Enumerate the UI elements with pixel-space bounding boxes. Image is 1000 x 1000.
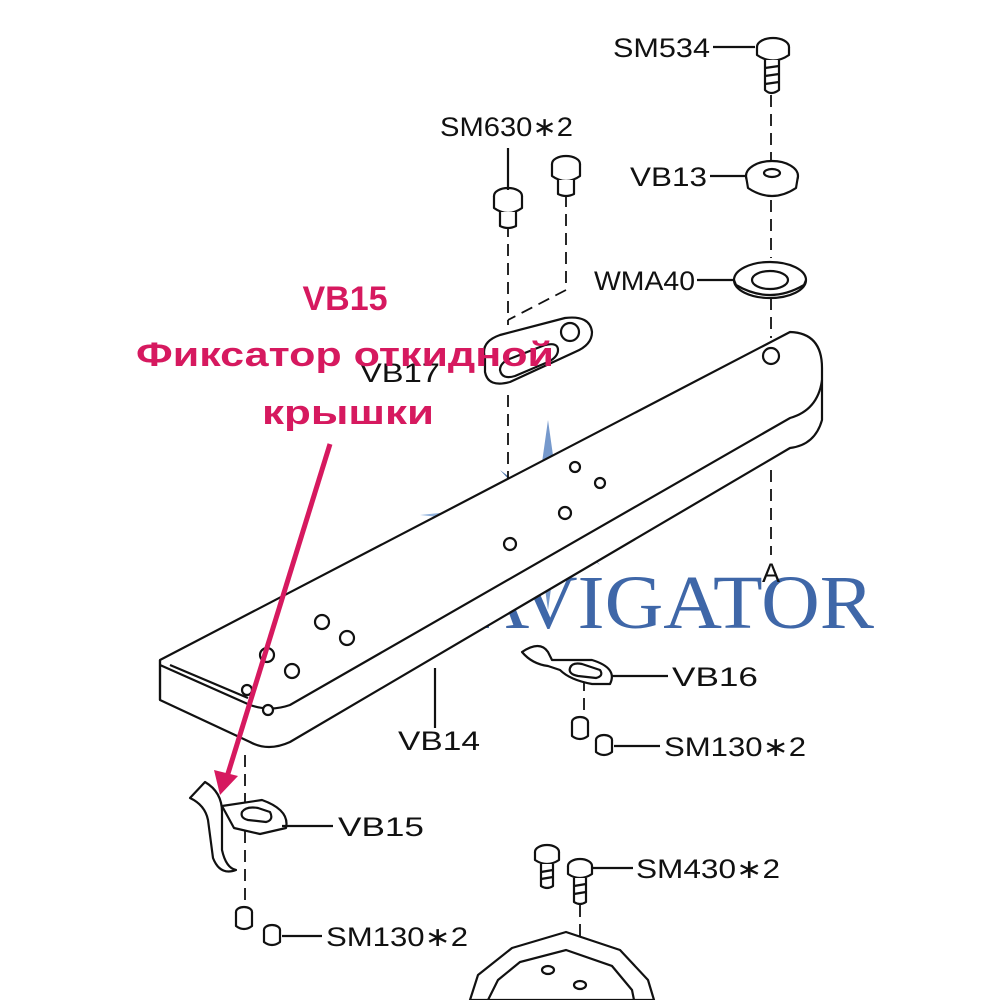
plate-vb17 (482, 316, 594, 385)
label-wma40: WMA40 (594, 266, 695, 296)
washer-wma40 (732, 260, 808, 300)
screw-sm130-right (570, 715, 614, 757)
annotation-code: VB15 (302, 280, 387, 318)
label-sm130-left: SM130∗2 (326, 922, 468, 952)
label-vb16: VB16 (672, 662, 758, 692)
plate-vb14 (158, 330, 824, 749)
screw-sm130-left (234, 905, 282, 947)
clip-vb16 (520, 644, 613, 686)
label-point-a: A (762, 558, 780, 588)
screw-sm430 (533, 843, 594, 906)
annotation-line2: крышки (262, 394, 434, 432)
label-vb17: VB17 (360, 358, 440, 388)
latch-vb15 (188, 780, 288, 873)
label-sm130-right: SM130∗2 (664, 732, 806, 762)
screw-sm534 (755, 36, 791, 95)
label-vb13: VB13 (630, 162, 707, 192)
washer-vb13 (744, 159, 800, 198)
label-sm534: SM534 (613, 33, 710, 63)
screw-sm630-right (550, 154, 582, 198)
annotation-line1: Фиксатор откидной (136, 336, 554, 374)
leader-lines (282, 45, 755, 938)
bottom-bracket (468, 930, 656, 1000)
label-sm430: SM430∗2 (636, 854, 780, 884)
label-vb14: VB14 (398, 726, 480, 756)
annotation-arrow (214, 443, 333, 795)
label-vb15: VB15 (338, 812, 424, 842)
screw-sm630-left (492, 186, 524, 230)
label-sm630: SM630∗2 (440, 112, 573, 142)
